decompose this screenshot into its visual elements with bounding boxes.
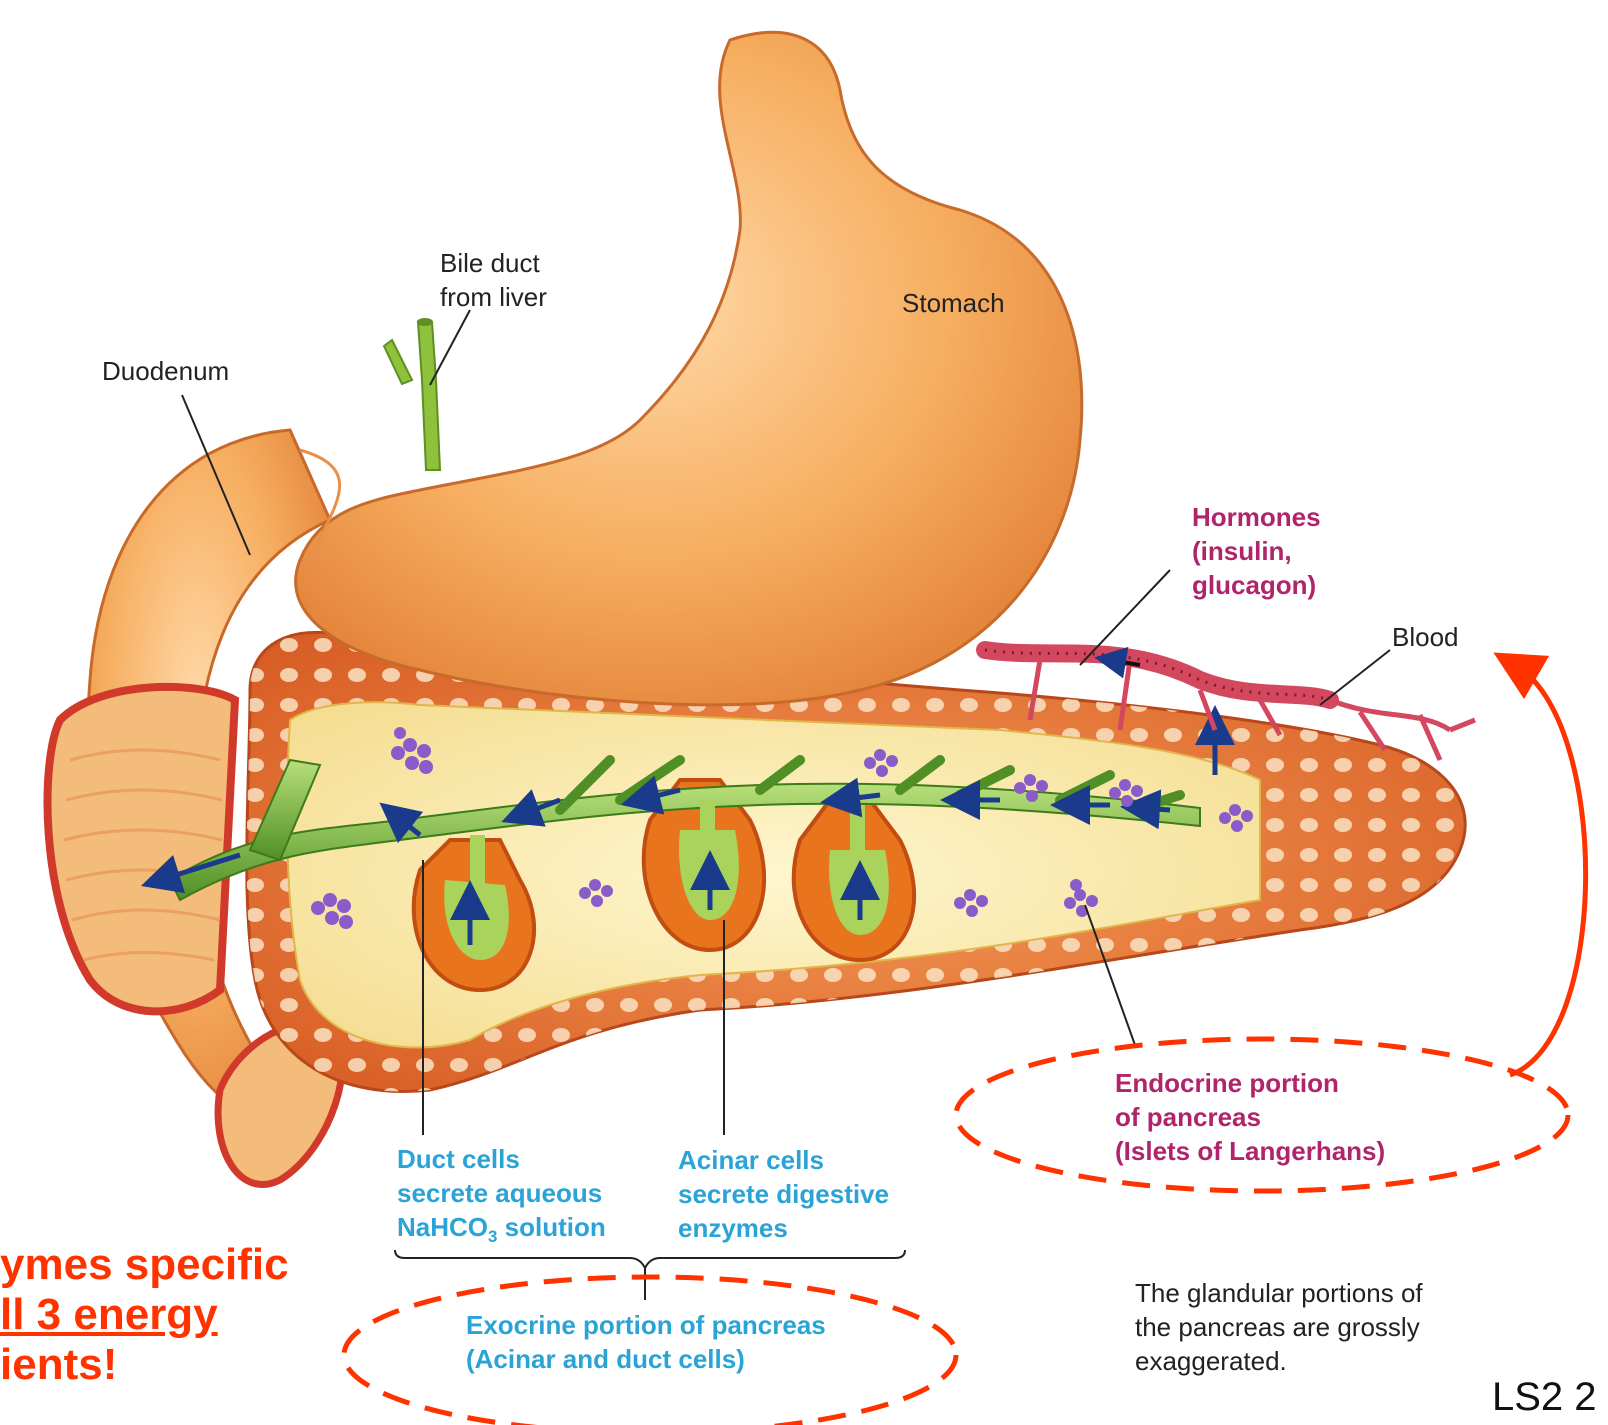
acinar-cells-label: Acinar cells secrete digestive enzymes bbox=[678, 1143, 889, 1245]
duct-cells-label: Duct cells secrete aqueous NaHCO3 soluti… bbox=[397, 1142, 606, 1254]
bile-duct-label: Bile duct from liver bbox=[440, 246, 547, 314]
slide-footer: LS2 2 bbox=[1492, 1374, 1597, 1420]
stomach-label: Stomach bbox=[902, 286, 1005, 320]
red-overlay-text: ymes specific ll 3 energy ients! bbox=[0, 1240, 289, 1390]
duodenum-label: Duodenum bbox=[102, 354, 229, 388]
hormones-label: Hormones (insulin, glucagon) bbox=[1192, 500, 1321, 602]
endocrine-label: Endocrine portion of pancreas (Islets of… bbox=[1115, 1066, 1385, 1168]
blood-label: Blood bbox=[1392, 620, 1459, 654]
exaggeration-note: The glandular portions of the pancreas a… bbox=[1135, 1276, 1423, 1378]
bile-duct-organ bbox=[384, 318, 440, 470]
exocrine-label: Exocrine portion of pancreas (Acinar and… bbox=[466, 1308, 826, 1376]
red-curved-arrow bbox=[1510, 665, 1586, 1075]
stomach-organ bbox=[296, 32, 1082, 705]
